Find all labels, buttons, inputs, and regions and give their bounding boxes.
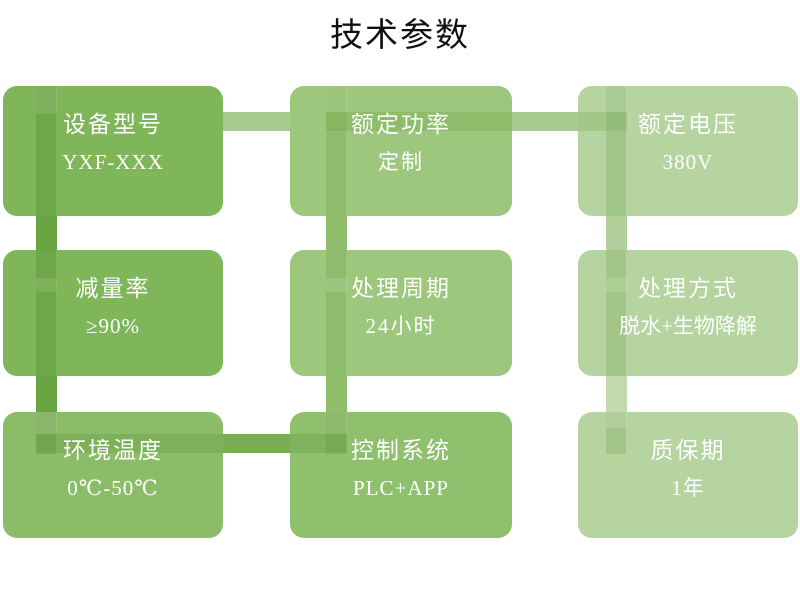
- card-surface: [578, 412, 798, 538]
- param-card-warranty-period[interactable]: 质保期 1年: [578, 412, 798, 538]
- card-label: 额定电压: [638, 112, 738, 137]
- connector-overlay-vertical: [326, 86, 346, 216]
- connector-overlay-vertical: [326, 250, 346, 376]
- card-label: 环境温度: [63, 438, 163, 463]
- connector-vertical-col1-row1-row2: [36, 205, 57, 257]
- card-surface: [578, 250, 798, 376]
- connector-overlay-notch: [36, 86, 57, 114]
- param-card-control-system[interactable]: 控制系统 PLC+APP: [290, 412, 512, 538]
- connector-overlay-vertical: [36, 412, 56, 454]
- card-surface: [578, 86, 798, 216]
- card-value: 脱水+生物降解: [619, 314, 757, 338]
- card-label: 减量率: [75, 276, 151, 301]
- card-value: 24小时: [365, 314, 437, 338]
- connector-overlay-notch: [606, 278, 627, 292]
- card-surface: [290, 250, 512, 376]
- connector-overlay-horizontal: [36, 434, 223, 453]
- card-value: ≥90%: [85, 314, 141, 338]
- card-value: YXF-XXX: [62, 150, 164, 174]
- connector-overlay-horizontal: [578, 112, 627, 131]
- card-value: 1年: [671, 476, 705, 500]
- card-value: 0℃-50℃: [67, 476, 159, 500]
- connector-overlay-notch: [36, 278, 57, 292]
- card-label: 处理方式: [638, 276, 738, 301]
- card-label: 设备型号: [63, 112, 163, 137]
- card-surface: [3, 250, 223, 376]
- connector-overlay-vertical: [36, 250, 56, 376]
- connector-vertical-col3-row1-row2: [606, 205, 627, 257]
- card-surface: [3, 412, 223, 538]
- connector-vertical-col1-row2-row3: [36, 365, 57, 417]
- connector-overlay-notch: [326, 86, 347, 112]
- param-card-processing-method[interactable]: 处理方式 脱水+生物降解: [578, 250, 798, 376]
- connector-overlay-notch: [606, 86, 627, 112]
- connector-overlay-vertical: [326, 412, 346, 454]
- connector-vertical-col3-row2-row3: [606, 365, 627, 417]
- connector-overlay-vertical: [606, 412, 626, 454]
- connector-overlay-vertical: [36, 86, 56, 216]
- connector-vertical-col2-row2-row3: [326, 365, 347, 417]
- card-surface: [3, 86, 223, 216]
- param-card-ambient-temperature[interactable]: 环境温度 0℃-50℃: [3, 412, 223, 538]
- card-value: 380V: [662, 150, 714, 174]
- card-label: 处理周期: [351, 276, 451, 301]
- connector-overlay-vertical: [606, 86, 626, 216]
- card-surface: [290, 412, 512, 538]
- param-card-rated-power[interactable]: 额定功率 定制: [290, 86, 512, 216]
- card-label: 质保期: [650, 438, 726, 463]
- page-title: 技术参数: [330, 18, 470, 54]
- connector-overlay-notch: [36, 412, 57, 434]
- card-label: 控制系统: [351, 438, 451, 463]
- param-card-rated-voltage[interactable]: 额定电压 380V: [578, 86, 798, 216]
- connector-vertical-col2-row1-row2: [326, 205, 347, 257]
- param-card-processing-cycle[interactable]: 处理周期 24小时: [290, 250, 512, 376]
- card-surface: [290, 86, 512, 216]
- connector-overlay-horizontal: [290, 434, 347, 453]
- card-value: PLC+APP: [353, 476, 449, 500]
- connector-overlay-notch: [326, 278, 347, 292]
- param-card-reduction-rate[interactable]: 减量率 ≥90%: [3, 250, 223, 376]
- connector-overlay-notch: [606, 412, 627, 428]
- connector-overlay-horizontal: [326, 112, 512, 131]
- card-value: 定制: [378, 150, 424, 174]
- connector-overlay-vertical: [606, 250, 626, 376]
- connector-overlay-notch: [326, 412, 347, 434]
- param-card-device-model[interactable]: 设备型号 YXF-XXX: [3, 86, 223, 216]
- card-label: 额定功率: [351, 112, 451, 137]
